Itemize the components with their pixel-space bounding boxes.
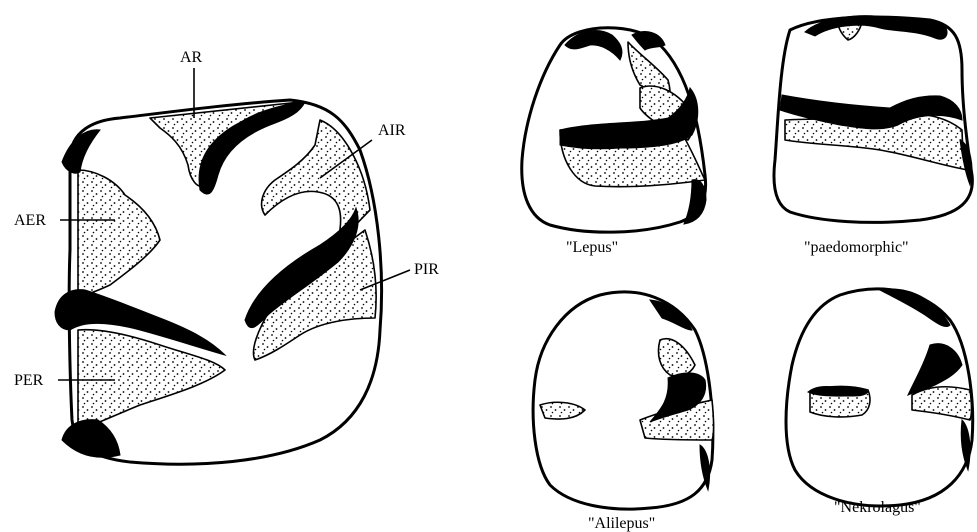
- label-air: AIR: [378, 122, 406, 139]
- label-per: PER: [14, 372, 44, 389]
- variant-alilepus: "Alilepus": [533, 292, 713, 532]
- label-aer: AER: [14, 212, 46, 229]
- variant-nekrolagus: "Nekrolagus": [786, 289, 973, 516]
- caption-lepus: "Lepus": [566, 239, 618, 256]
- variant-lepus: "Lepus": [522, 28, 706, 256]
- caption-nekrolagus: "Nekrolagus": [834, 499, 921, 516]
- caption-alilepus: "Alilepus": [588, 515, 655, 532]
- label-pir: PIR: [414, 261, 439, 278]
- variant-paedomorphic: "paedomorphic": [774, 16, 972, 256]
- caption-paedomorphic: "paedomorphic": [804, 239, 909, 256]
- main-tooth-diagram: AR AIR AER PIR PER: [14, 49, 439, 464]
- nekrolagus-enamel-island: [808, 387, 868, 397]
- label-ar: AR: [180, 49, 203, 66]
